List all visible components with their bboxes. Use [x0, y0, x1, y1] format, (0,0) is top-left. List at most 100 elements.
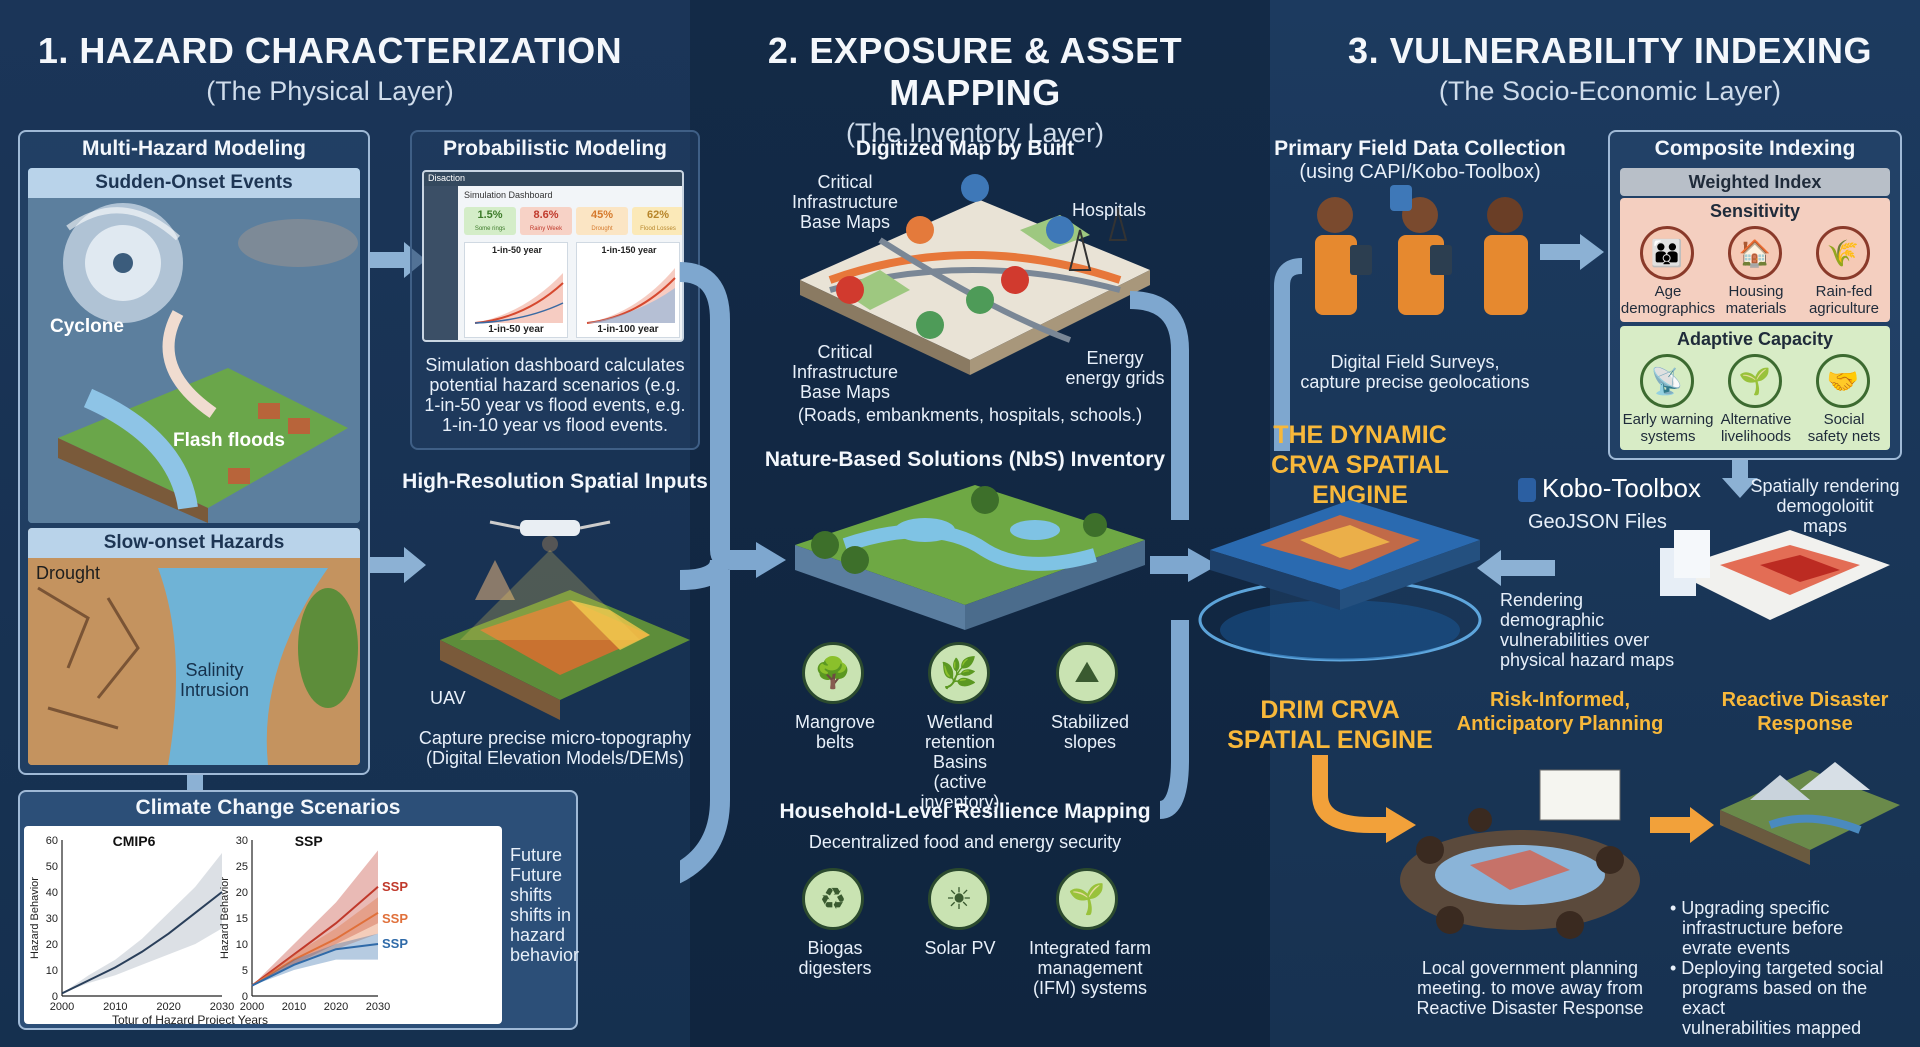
- section-1-title: 1. HAZARD CHARACTERIZATION: [37, 30, 623, 71]
- arrow-engine-to-field: [1274, 258, 1303, 451]
- geojson-label: GeoJSON Files: [1528, 511, 1667, 533]
- tile-3-label: Drought: [591, 226, 613, 232]
- safety-nets-icon: 🤝: [1816, 354, 1870, 408]
- household-heading: Household-Level Resilience Mapping: [779, 800, 1151, 823]
- critical-infra-1-line-2: Infrastructure: [791, 192, 899, 212]
- farm-icon: 🌱: [1056, 868, 1118, 930]
- bullet-2-line-1: • Deploying targeted social: [1670, 958, 1884, 978]
- future-line-2: Future: [510, 865, 563, 885]
- rendering-caption: Rendering demographic vulnerabilities ov…: [1500, 590, 1710, 670]
- future-line-3: shifts: [510, 885, 553, 905]
- chart-1-title: SSP: [295, 833, 323, 849]
- chart-1-xtick: 2030: [366, 1001, 390, 1013]
- risk-informed-title: Risk-Informed, Anticipatory Planning: [1450, 688, 1670, 736]
- early-warning-icon: 📡: [1640, 354, 1694, 408]
- dashboard-caption-line-2: potential hazard scenarios (e.g.: [429, 375, 681, 395]
- agriculture-icon: 🌾: [1816, 226, 1870, 280]
- ifm-line-3: (IFM) systems: [1033, 978, 1147, 998]
- sens-item-2-line-1: Housing: [1728, 283, 1784, 300]
- cyclone-label: Cyclone: [50, 316, 124, 337]
- chart-0-xtick: 2000: [50, 1001, 74, 1013]
- chart-0-ytick: 50: [46, 861, 58, 873]
- uav-caption-line-2: (Digital Elevation Models/DEMs): [425, 748, 685, 768]
- spatial-line-2: demogoloitit: [1776, 496, 1874, 516]
- critical-infra-1-line-3: Base Maps: [799, 212, 891, 232]
- chart-0-ytick: 20: [46, 939, 58, 951]
- chart-0-line-0: [61, 891, 223, 995]
- sens-item-3-line-2: agriculture: [1808, 300, 1880, 317]
- high-res-heading: High-Resolution Spatial Inputs: [402, 470, 708, 493]
- tile-3: 45%Drought: [576, 207, 628, 235]
- chart-0-xtick: 2010: [103, 1001, 127, 1013]
- meeting-caption: Local government planning meeting. to mo…: [1400, 958, 1660, 1018]
- adap-item-1-line-2: systems: [1640, 428, 1696, 445]
- critical-infra-label-1: Critical Infrastructure Base Maps: [790, 172, 900, 232]
- wetland-icon: 🌿: [928, 642, 990, 704]
- reactive-line-1: Reactive Disaster: [1721, 689, 1889, 711]
- chart-1-legend-2: SSP: [382, 936, 408, 951]
- weighted-index-label: Weighted Index: [1688, 172, 1822, 192]
- tile-1-label: Some rings: [474, 226, 506, 232]
- sens-item-3-line-1: Rain-fed: [1815, 283, 1873, 300]
- decentral-label: Decentralized food and energy security: [808, 832, 1122, 852]
- ifm-label: Integrated farm management (IFM) systems: [1015, 938, 1165, 998]
- surveys-line-2: capture precise geolocations: [1300, 372, 1530, 392]
- wetland-label: Wetland retention Basins (active invento…: [900, 712, 1020, 812]
- future-line-1: Future: [510, 845, 563, 865]
- composite-heading: Composite Indexing: [1654, 137, 1856, 160]
- dashboard-caption-line-3: 1-in-50 year vs flood events, e.g.: [424, 395, 686, 415]
- arrow-map-to-engine: [1477, 550, 1555, 586]
- chart-1-ylabel: Hazard Behavior: [219, 877, 231, 959]
- salinity-intrusion-label: Salinity Intrusion: [180, 660, 249, 700]
- section-2-header: 2. EXPOSURE & ASSET MAPPING (The Invento…: [680, 30, 1270, 149]
- chart-0-xtick: 2020: [156, 1001, 180, 1013]
- flow-arrows-1-to-2: [680, 262, 786, 884]
- risk-line-1: Risk-Informed,: [1489, 689, 1631, 711]
- housing-icon: 🏠: [1728, 226, 1782, 280]
- tile-4-label: Flood Losses: [640, 226, 676, 232]
- biogas-line-1: Biogas: [807, 938, 863, 958]
- future-line-5: hazard: [510, 925, 566, 945]
- adap-item-3-line-1: Social: [1823, 411, 1865, 428]
- future-notes: Future Future shifts shifts in hazard be…: [510, 845, 579, 965]
- dash-chart-b-title: 1-in-150 year: [601, 245, 657, 255]
- chart-0-xlabel: Totur of Hazard Project Years: [112, 1013, 268, 1024]
- sudden-onset-label: Sudden-Onset Events: [95, 172, 293, 193]
- chart-1-xtick: 2020: [324, 1001, 348, 1013]
- solar-label: Solar PV: [924, 938, 996, 958]
- field-sub: (using CAPI/Kobo-Toolbox): [1299, 161, 1541, 183]
- chart-0-band-0: [62, 853, 222, 994]
- drim-line-1: DRIM CRVA: [1260, 696, 1400, 724]
- reactive-line-2: Response: [1757, 713, 1853, 735]
- sens-item-2-line-2: materials: [1725, 300, 1787, 317]
- bullet-1-line-2: infrastructure before: [1682, 918, 1844, 938]
- meeting-line-2: meeting. to move away from: [1416, 978, 1644, 998]
- arrow-drim-to-meeting: [1312, 755, 1416, 843]
- ifm-line-1: Integrated farm: [1028, 938, 1152, 958]
- uav-label: UAV: [430, 688, 466, 708]
- chart-0-ytick: 0: [52, 991, 58, 1003]
- dashboard-caption-line-4: 1-in-10 year vs flood events.: [441, 415, 669, 435]
- slow-onset-label: Slow-onset Hazards: [103, 532, 285, 553]
- weighted-index-bar: Weighted Index: [1620, 168, 1890, 196]
- risk-line-2: Anticipatory Planning: [1456, 713, 1664, 735]
- tile-4-value: 62%: [646, 209, 670, 221]
- chart-0-ytick: 10: [46, 965, 58, 977]
- kobo-icon: [1518, 478, 1536, 503]
- rendering-line-1: Rendering: [1500, 590, 1584, 610]
- critical-infra-2-line-1: Critical: [817, 342, 873, 362]
- simulation-dashboard: Disaction Simulation Dashboard 1.5%Some …: [422, 170, 684, 342]
- sensitivity-label: Sensitivity: [1709, 201, 1801, 221]
- chart-1-ytick: 5: [242, 965, 248, 977]
- slopes-label: Stabilized slopes: [1035, 712, 1145, 752]
- surveys-caption: Digital Field Surveys, capture precise g…: [1280, 352, 1550, 392]
- reactive-response-illustration: [1720, 762, 1900, 865]
- chart-0-ytick: 30: [46, 913, 58, 925]
- future-line-6: behavior: [510, 945, 580, 965]
- nbs-heading: Nature-Based Solutions (NbS) Inventory: [764, 448, 1166, 471]
- critical-infra-detail: (Roads, embankments, hospitals, schools.…: [797, 405, 1143, 425]
- tile-2-label: Rainy Week: [529, 226, 563, 232]
- chart-1-ytick: 10: [236, 939, 248, 951]
